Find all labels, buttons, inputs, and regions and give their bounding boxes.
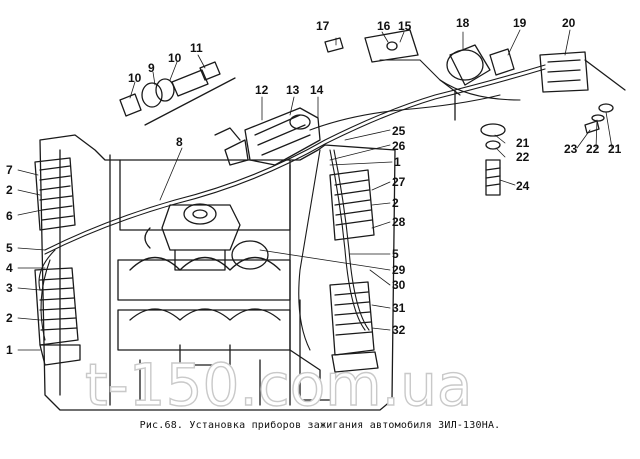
callout-label: 17 — [316, 19, 330, 33]
callout-label: 1 — [6, 343, 13, 357]
callout-label: 22 — [586, 142, 600, 156]
callout-label: 8 — [176, 135, 183, 149]
callout-label: 5 — [392, 247, 399, 261]
callout-label: 12 — [255, 83, 269, 97]
callout-label: 28 — [392, 215, 406, 229]
callout-label: 2 — [392, 196, 399, 210]
callout-label: 2 — [6, 311, 13, 325]
callout-label: 29 — [392, 263, 406, 277]
watermark-text: t-150.com.ua — [85, 351, 472, 419]
callout-label: 25 — [392, 124, 406, 138]
callout-label: 21 — [516, 136, 530, 150]
callout-label: 27 — [392, 175, 406, 189]
callout-label: 31 — [392, 301, 406, 315]
callout-label: 7 — [6, 163, 13, 177]
callout-label: 19 — [513, 16, 527, 30]
callout-label: 14 — [310, 83, 324, 97]
plug-lead-bracket-right-bottom — [329, 281, 379, 373]
distributor — [144, 203, 269, 271]
plug-lead-bracket-left-top — [34, 157, 76, 231]
callout-label: 16 — [377, 19, 391, 33]
leader-lines — [17, 29, 613, 351]
callout-label: 15 — [398, 19, 412, 33]
callout-label: 11 — [190, 41, 203, 55]
callout-label: 13 — [286, 83, 300, 97]
callout-label: 10 — [168, 51, 182, 65]
callout-label: 20 — [562, 16, 576, 30]
ignition-coil-assembly — [214, 107, 321, 166]
callout-label: 26 — [392, 139, 406, 153]
callout-label: 21 — [608, 142, 622, 156]
callout-label: 24 — [516, 179, 530, 193]
callout-label: 18 — [456, 16, 470, 30]
callout-label: 10 — [128, 71, 142, 85]
figure-caption: Рис.68. Установка приборов зажигания авт… — [139, 420, 501, 431]
plug-lead-bracket-right-top — [329, 169, 375, 241]
callout-label: 6 — [6, 209, 13, 223]
callout-label: 32 — [392, 323, 406, 337]
callout-label: 2 — [6, 183, 13, 197]
callout-label: 22 — [516, 150, 530, 164]
callout-label: 1 — [394, 155, 401, 169]
callout-label: 3 — [6, 281, 13, 295]
switch-parts — [324, 29, 626, 196]
callout-label: 30 — [392, 278, 406, 292]
callout-label: 23 — [564, 142, 578, 156]
wiring-harness — [38, 59, 546, 351]
callout-labels: 17 16 15 18 19 20 11 10 9 10 12 13 14 8 … — [6, 16, 622, 357]
callout-label: 9 — [148, 61, 155, 75]
callout-label: 4 — [6, 261, 13, 275]
bolt-nut-parts — [119, 61, 236, 126]
callout-label: 5 — [6, 241, 13, 255]
